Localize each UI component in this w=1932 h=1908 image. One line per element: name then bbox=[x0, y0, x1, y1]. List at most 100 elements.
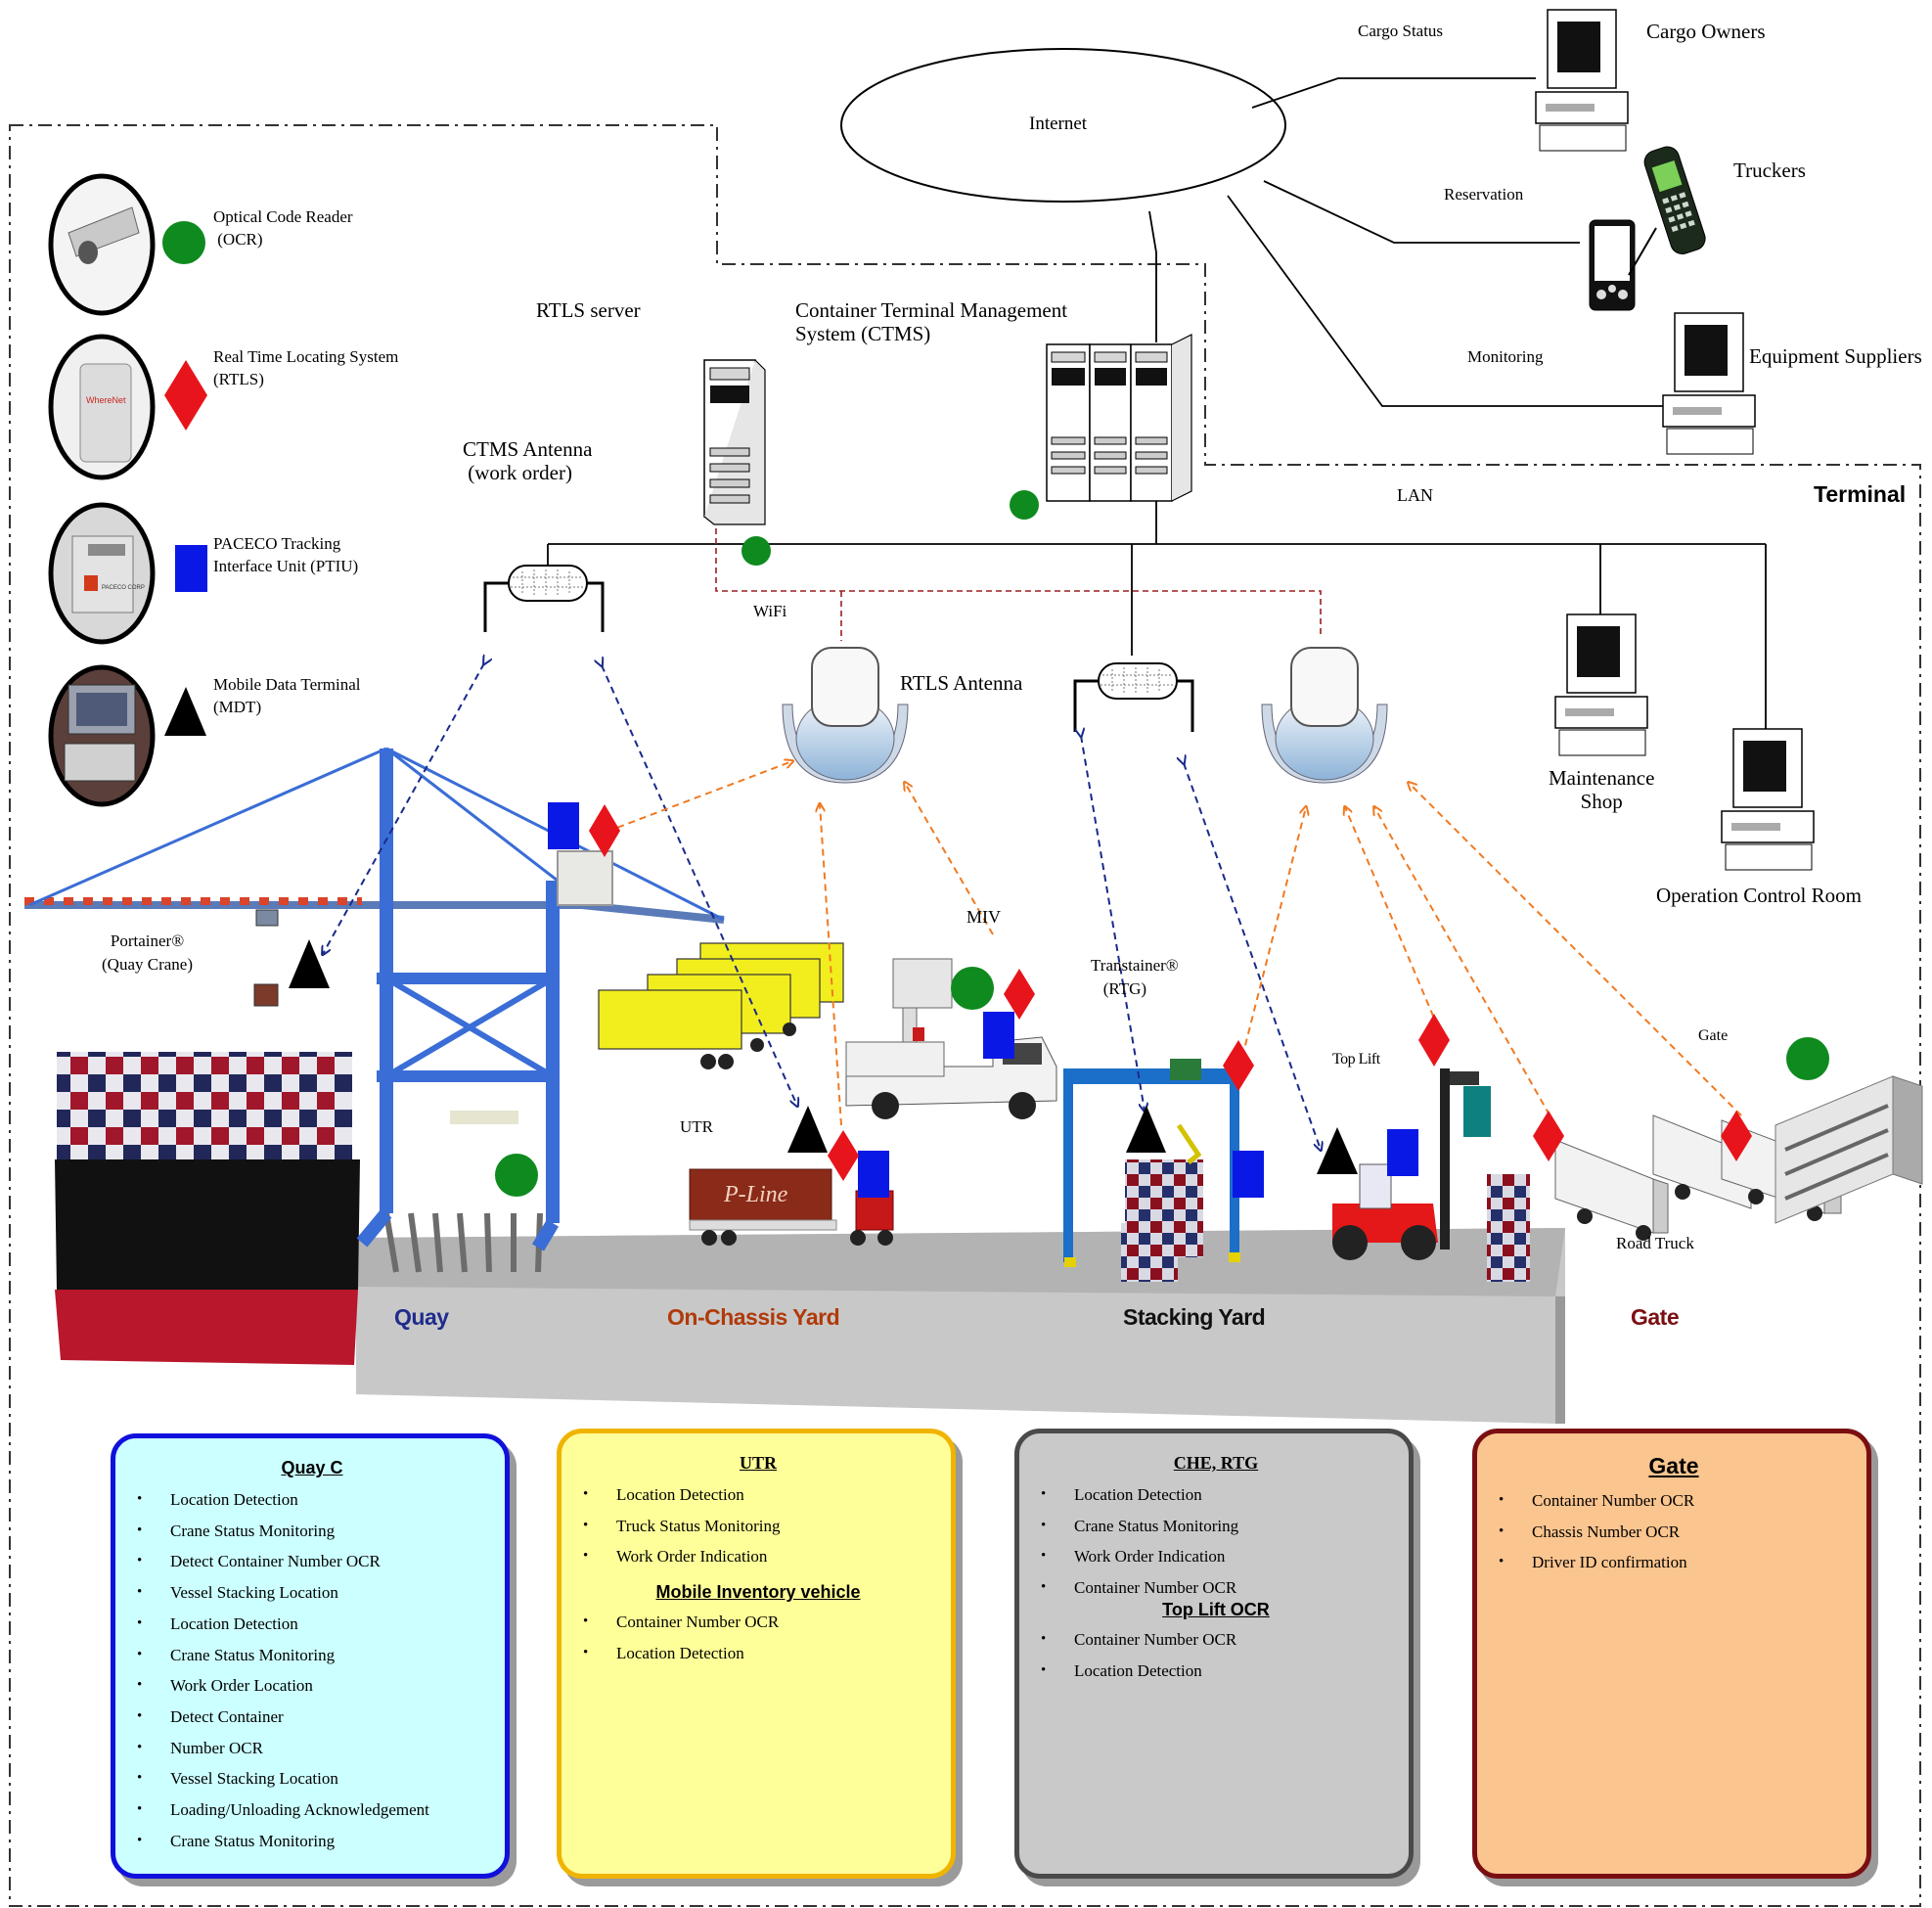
list-item: Crane Status Monitoring bbox=[137, 1640, 487, 1671]
utr-box-list: Location Detection Truck Status Monitori… bbox=[583, 1479, 933, 1572]
list-item: Work Order Indication bbox=[583, 1541, 933, 1572]
list-item: Container Number OCR bbox=[1041, 1572, 1391, 1604]
rtls-antenna-label: RTLS Antenna bbox=[900, 671, 1023, 695]
rtls-wireless-links bbox=[606, 761, 1742, 1126]
lan-label: LAN bbox=[1397, 485, 1433, 505]
list-item: Number OCR bbox=[137, 1733, 487, 1764]
miv-label: MIV bbox=[966, 907, 1001, 927]
monitoring-label: Monitoring bbox=[1467, 347, 1544, 366]
list-item: Vessel Stacking Location bbox=[137, 1763, 487, 1794]
legend-photos: WhereNet PACECO CORP bbox=[48, 173, 156, 807]
list-item: Driver ID confirmation bbox=[1499, 1547, 1849, 1578]
rtls-tag-photo: WhereNet bbox=[48, 334, 156, 480]
list-item: Detect Container bbox=[137, 1702, 487, 1733]
utr-box-title: UTR bbox=[739, 1453, 777, 1473]
zone-gate: Gate bbox=[1631, 1304, 1680, 1330]
maintenance-shop-label: Maintenance Shop bbox=[1549, 766, 1655, 814]
rtls-symbol bbox=[164, 360, 207, 431]
list-item: Location Detection bbox=[1041, 1656, 1391, 1687]
gate-building-icon bbox=[1775, 1075, 1923, 1224]
quay-info-box: Quay C Location Detection Crane Status M… bbox=[111, 1433, 510, 1879]
p-line-label: P-Line bbox=[724, 1182, 788, 1207]
computer-icon-cargo-owners bbox=[1535, 9, 1629, 152]
che-box-title: CHE, RTG bbox=[1173, 1453, 1259, 1473]
terminal-boundary bbox=[9, 124, 1921, 1907]
computer-icon-operation-control-room bbox=[1721, 728, 1815, 871]
road-truck-label: Road Truck bbox=[1616, 1234, 1694, 1252]
ptiu-photo: PACECO CORP bbox=[48, 502, 156, 645]
equipment-suppliers-label: Equipment Suppliers bbox=[1749, 344, 1922, 368]
list-item: Loading/Unloading Acknowledgement bbox=[137, 1794, 487, 1826]
rtls-antenna-icon-2 bbox=[1261, 647, 1388, 784]
list-item: Work Order Indication bbox=[1041, 1541, 1391, 1572]
che-box-list: Location Detection Crane Status Monitori… bbox=[1041, 1479, 1391, 1604]
gate-info-box: Gate Container Number OCR Chassis Number… bbox=[1472, 1429, 1871, 1879]
utr-truck-icon bbox=[689, 1168, 894, 1246]
mdt-photo bbox=[48, 664, 156, 807]
list-item: Vessel Stacking Location bbox=[137, 1577, 487, 1609]
legend-ptiu-label: PACECO Tracking Interface Unit (PTIU) bbox=[213, 534, 359, 575]
wifi-links bbox=[715, 519, 1322, 641]
ctms-servers-icon bbox=[1046, 334, 1192, 502]
list-item: Detect Container Number OCR bbox=[137, 1546, 487, 1577]
zone-stacking-yard: Stacking Yard bbox=[1123, 1304, 1266, 1330]
legend-symbols bbox=[162, 221, 207, 736]
computer-icon-maintenance-shop bbox=[1554, 613, 1648, 756]
list-item: Container Number OCR bbox=[1041, 1624, 1391, 1656]
top-lift-box-list: Container Number OCR Location Detection bbox=[1041, 1624, 1391, 1686]
list-item: Chassis Number OCR bbox=[1499, 1517, 1849, 1548]
ship-icon bbox=[55, 1052, 360, 1365]
terminal-ground bbox=[356, 1212, 1565, 1424]
ctms-wireless-links bbox=[323, 663, 1321, 1150]
list-item: Container Number OCR bbox=[583, 1607, 933, 1638]
list-item: Crane Status Monitoring bbox=[1041, 1511, 1391, 1542]
list-item: Location Detection bbox=[1041, 1479, 1391, 1511]
rtls-server-icon bbox=[703, 359, 766, 525]
ctms-antenna-icon-1 bbox=[483, 565, 605, 632]
scene-markers bbox=[289, 490, 1829, 1198]
ctms-antenna-icon-2 bbox=[1073, 662, 1194, 732]
gate-area-icon bbox=[1554, 1075, 1923, 1241]
utr-info-box: UTR Location Detection Truck Status Moni… bbox=[557, 1429, 956, 1879]
wifi-label: WiFi bbox=[753, 602, 787, 620]
rtls-antenna-icon-1 bbox=[782, 647, 909, 784]
road-truck-icon bbox=[1554, 1139, 1669, 1241]
terminal-label: Terminal bbox=[1814, 481, 1907, 507]
top-lift-subtitle: Top Lift OCR bbox=[1162, 1599, 1270, 1619]
list-item: Truck Status Monitoring bbox=[583, 1511, 933, 1542]
miv-subtitle: Mobile Inventory vehicle bbox=[655, 1582, 861, 1603]
ctms-antenna-label: CTMS Antenna (work order) bbox=[463, 437, 593, 485]
ocr-symbol bbox=[162, 221, 205, 264]
gate-box-list: Container Number OCR Chassis Number OCR … bbox=[1499, 1485, 1849, 1578]
zone-quay: Quay bbox=[394, 1304, 449, 1330]
top-lift-icon bbox=[1332, 1068, 1530, 1282]
transtainer-label: Transtainer® (RTG) bbox=[1091, 956, 1179, 998]
che-info-box: CHE, RTG Location Detection Crane Status… bbox=[1014, 1429, 1414, 1879]
list-item: Location Detection bbox=[583, 1479, 933, 1511]
list-item: Location Detection bbox=[137, 1609, 487, 1640]
operation-control-room-label: Operation Control Room bbox=[1656, 884, 1862, 907]
internet-label: Internet bbox=[1029, 114, 1088, 134]
utr-label: UTR bbox=[680, 1117, 713, 1136]
list-item: Crane Status Monitoring bbox=[137, 1516, 487, 1547]
gate-equipment-label: Gate bbox=[1698, 1027, 1729, 1044]
ptiu-brand: PACECO CORP bbox=[102, 585, 145, 591]
list-item: Work Order Location bbox=[137, 1670, 487, 1702]
legend-mdt-label: Mobile Data Terminal (MDT) bbox=[213, 675, 361, 716]
legend-rtls-label: Real Time Locating System (RTLS) bbox=[213, 347, 399, 388]
internet-cloud bbox=[840, 48, 1286, 203]
reservation-label: Reservation bbox=[1444, 185, 1524, 204]
rtls-tag-brand: WhereNet bbox=[86, 395, 126, 405]
rtls-server-label: RTLS server bbox=[536, 298, 641, 322]
zone-on-chassis-yard: On-Chassis Yard bbox=[667, 1304, 840, 1330]
internet-links bbox=[1148, 77, 1663, 407]
top-lift-label: Top Lift bbox=[1332, 1051, 1380, 1068]
truckers-label: Truckers bbox=[1733, 159, 1806, 182]
ptiu-symbol bbox=[175, 545, 207, 592]
list-item: Location Detection bbox=[137, 1484, 487, 1516]
portainer-label: Portainer® (Quay Crane) bbox=[102, 931, 193, 974]
quay-box-title: Quay C bbox=[281, 1458, 343, 1477]
cargo-owners-label: Cargo Owners bbox=[1646, 20, 1766, 43]
